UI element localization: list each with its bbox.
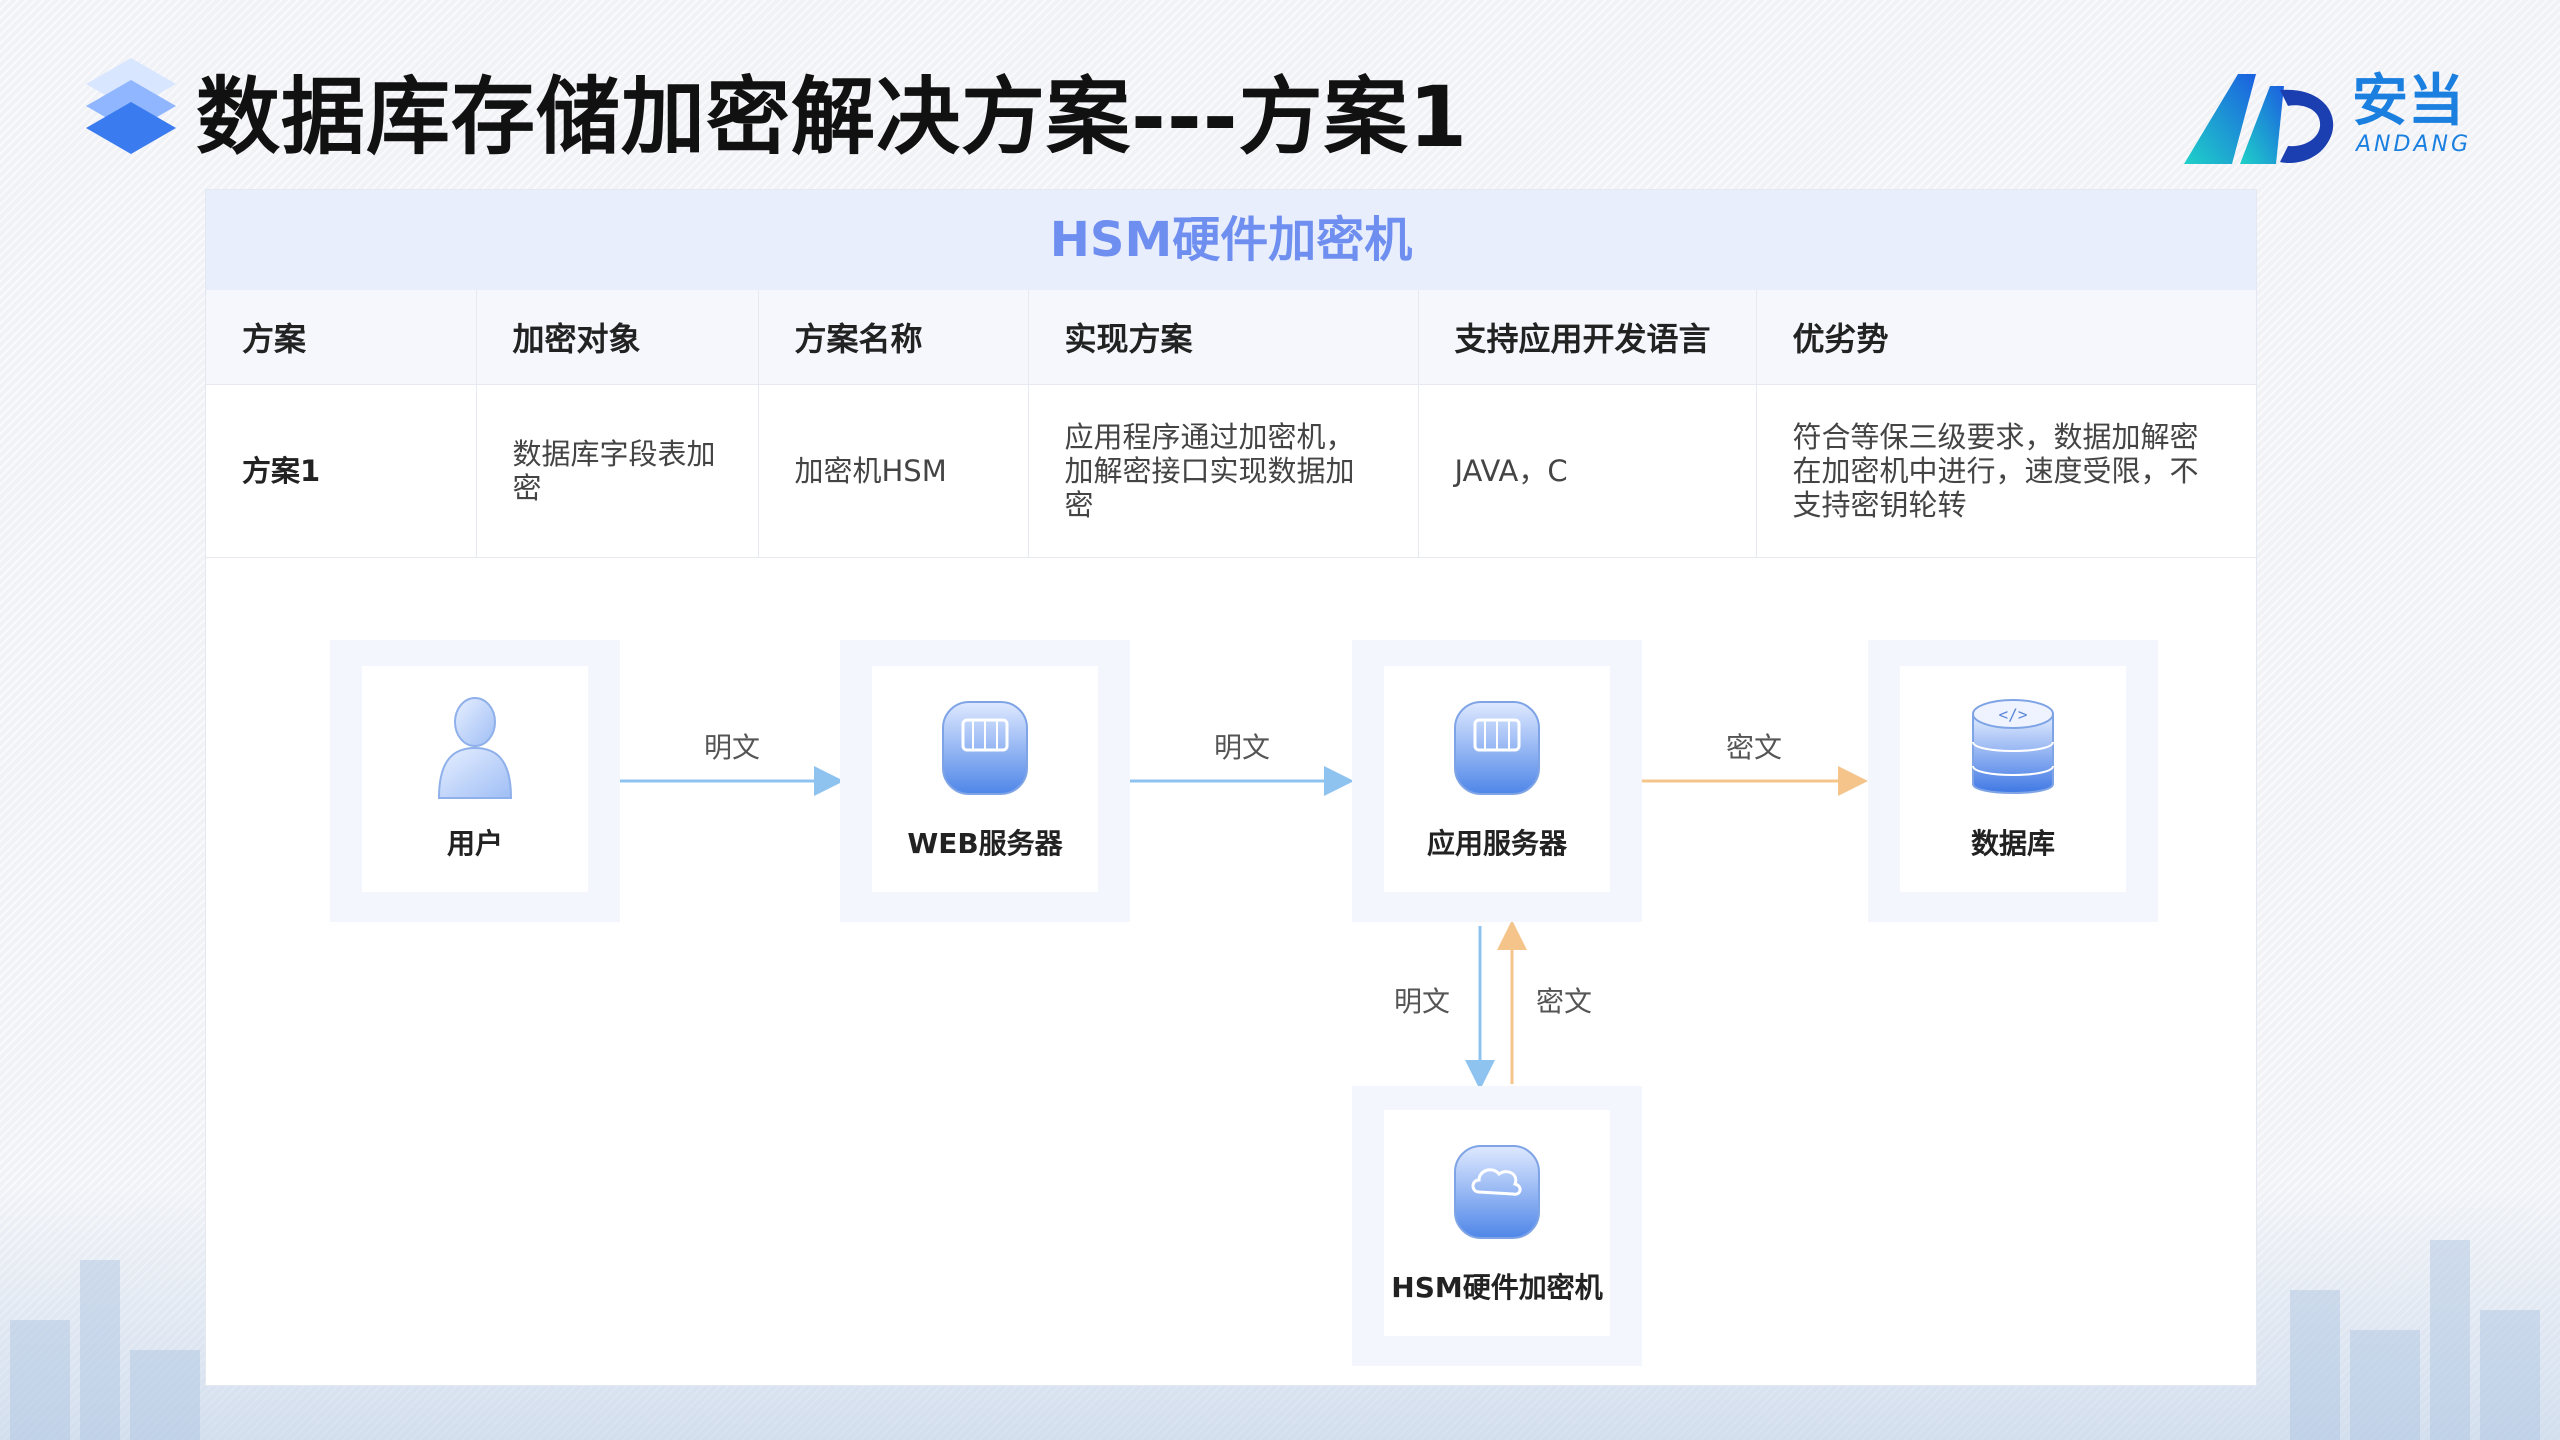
node-user: 用户 <box>330 640 620 922</box>
svg-text:</>: </> <box>1999 705 2028 724</box>
edge-label-web-app: 明文 <box>1214 731 1271 764</box>
node-label: HSM硬件加密机 <box>1391 1271 1603 1304</box>
table-cell: 数据库字段表加密 <box>476 384 759 558</box>
table-cell: JAVA，C <box>1418 384 1757 558</box>
brand-name-en: ANDANG <box>2356 132 2472 157</box>
solution-card: HSM硬件加密机 方案 加密对象 方案名称 实现方案 支持应用开发语言 优劣势 … <box>206 190 2256 1385</box>
node-label: WEB服务器 <box>907 827 1063 860</box>
server-icon <box>942 701 1028 795</box>
solution-table: 方案 加密对象 方案名称 实现方案 支持应用开发语言 优劣势 方案1 数据库字段… <box>206 290 2256 558</box>
table-cell: 应用程序通过加密机，加解密接口实现数据加密 <box>1028 384 1419 558</box>
node-app-server: 应用服务器 <box>1352 640 1642 922</box>
user-icon <box>437 697 513 799</box>
node-web-server: WEB服务器 <box>840 640 1130 922</box>
column-header: 加密对象 <box>476 290 759 385</box>
column-header: 实现方案 <box>1028 290 1419 385</box>
edge-label-user-web: 明文 <box>704 731 761 764</box>
andang-mark-icon <box>2184 74 2334 164</box>
column-header: 优劣势 <box>1756 290 2256 385</box>
page-title: 数据库存储加密解决方案---方案1 <box>196 68 1469 166</box>
node-database: </> 数据库 <box>1868 640 2158 922</box>
node-hsm: HSM硬件加密机 <box>1352 1086 1642 1366</box>
architecture-diagram: 明文 明文 密文 明文 密文 用户 <box>206 556 2256 1385</box>
card-heading: HSM硬件加密机 <box>206 190 2256 290</box>
column-header: 方案 <box>206 290 477 385</box>
edge-label-app-hsm: 明文 <box>1394 985 1451 1018</box>
brand-logo: 安当 ANDANG <box>2180 66 2470 170</box>
table-cell: 符合等保三级要求，数据加解密在加密机中进行，速度受限，不支持密钥轮转 <box>1756 384 2256 558</box>
edge-label-app-db: 密文 <box>1726 731 1783 764</box>
edge-label-hsm-app: 密文 <box>1536 985 1593 1018</box>
column-header: 方案名称 <box>758 290 1029 385</box>
layers-logo-icon <box>86 58 176 154</box>
database-icon: </> <box>1972 699 2054 794</box>
server-icon <box>1454 701 1540 795</box>
column-header: 支持应用开发语言 <box>1418 290 1757 385</box>
hsm-cloud-icon <box>1454 1145 1540 1239</box>
table-header-row: 方案 加密对象 方案名称 实现方案 支持应用开发语言 优劣势 <box>206 290 2256 385</box>
table-cell: 方案1 <box>206 384 477 558</box>
node-label: 应用服务器 <box>1426 827 1567 860</box>
flow-arrows <box>620 766 1868 1090</box>
node-label: 用户 <box>446 827 503 860</box>
table-row: 方案1 数据库字段表加密 加密机HSM 应用程序通过加密机，加解密接口实现数据加… <box>206 384 2256 558</box>
brand-name-cn: 安当 <box>2352 69 2464 134</box>
table-cell: 加密机HSM <box>758 384 1029 558</box>
node-label: 数据库 <box>1970 827 2055 860</box>
